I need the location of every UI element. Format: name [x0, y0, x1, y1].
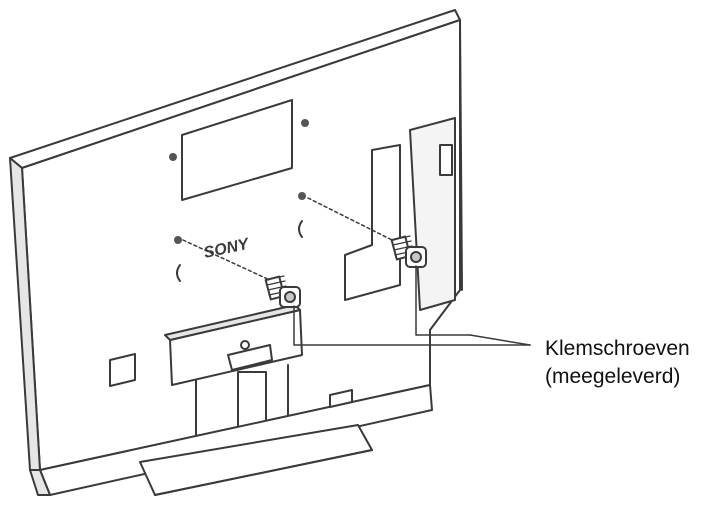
hole-mark-right: [298, 220, 303, 238]
callout-leader-left: [293, 305, 531, 346]
vesa-mount-holes: [169, 119, 309, 244]
clamp-screw-right: [390, 235, 427, 268]
callout-leader-join: [469, 334, 531, 346]
tv-side-connector: [439, 144, 453, 176]
tv-right-edge: [459, 19, 463, 291]
bracket-hole-icon: [240, 340, 250, 350]
screw-guide-left: [182, 239, 273, 282]
callout-line-1: Klemschroeven: [545, 337, 690, 360]
clamp-screw-left: [264, 275, 301, 308]
callout-leader-right: [415, 265, 471, 336]
bracket-center-notch: [227, 344, 273, 371]
tv-side-block-inner: [344, 144, 401, 301]
callout-line-2: (meegeleverd): [545, 365, 681, 388]
stand-base-edge: [154, 449, 373, 496]
hole-mark-left: [176, 264, 181, 282]
screw-guide-right: [307, 197, 399, 244]
tv-label-area: [181, 99, 293, 201]
tv-back-port-right: [329, 389, 353, 408]
tv-bottom-bezel-front: [29, 469, 51, 496]
screw-callout-label: Klemschroeven (meegeleverd): [545, 335, 690, 391]
tv-back-port-left: [109, 353, 136, 387]
